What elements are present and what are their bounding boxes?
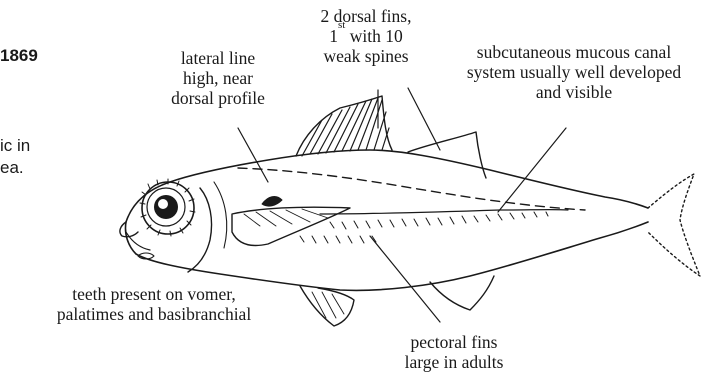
label-dorsal-fins-line-1: 2 dorsal fins, [321, 6, 412, 26]
label-teeth: teeth present on vomer, palatimes and ba… [57, 284, 251, 324]
label-teeth-line-2: palatimes and basibranchial [57, 304, 251, 324]
label-mucous-canal: subcutaneous mucous canal system usually… [467, 42, 681, 102]
label-lateral-line-line-3: dorsal profile [171, 88, 265, 108]
label-mucous-canal-line-2: system usually well developed [467, 62, 681, 82]
leader-lateral-line [238, 128, 268, 182]
label-dorsal-fins: 2 dorsal fins, 1st with 10 weak spines [321, 6, 412, 66]
label-lateral-line-line-1: lateral line [171, 48, 265, 68]
lateral-line-dashed [238, 168, 585, 210]
label-lateral-line: lateral line high, near dorsal profile [171, 48, 265, 108]
caudal-fin [648, 174, 700, 276]
leader-dorsal-fin-2 [408, 88, 440, 150]
label-dorsal-fins-superscript: st [338, 19, 345, 31]
leader-mucous-canal [498, 128, 566, 212]
fish-body-outline [126, 150, 648, 222]
label-dorsal-fins-count: with 10 [345, 26, 402, 46]
mucous-canal-line [320, 210, 568, 214]
label-mucous-canal-line-1: subcutaneous mucous canal [467, 42, 681, 62]
label-dorsal-fins-line-2: 1st with 10 [321, 26, 412, 46]
label-dorsal-fins-line-3: weak spines [321, 46, 412, 66]
label-pectoral-fins-line-1: pectoral fins [405, 332, 504, 352]
fish-eye [140, 179, 195, 236]
leader-pectoral-fin [370, 236, 440, 322]
label-pectoral-fins: pectoral fins large in adults [405, 332, 504, 372]
label-mucous-canal-line-3: and visible [467, 82, 681, 102]
label-pectoral-fins-line-2: large in adults [405, 352, 504, 372]
label-teeth-line-1: teeth present on vomer, [57, 284, 251, 304]
label-lateral-line-line-2: high, near [171, 68, 265, 88]
